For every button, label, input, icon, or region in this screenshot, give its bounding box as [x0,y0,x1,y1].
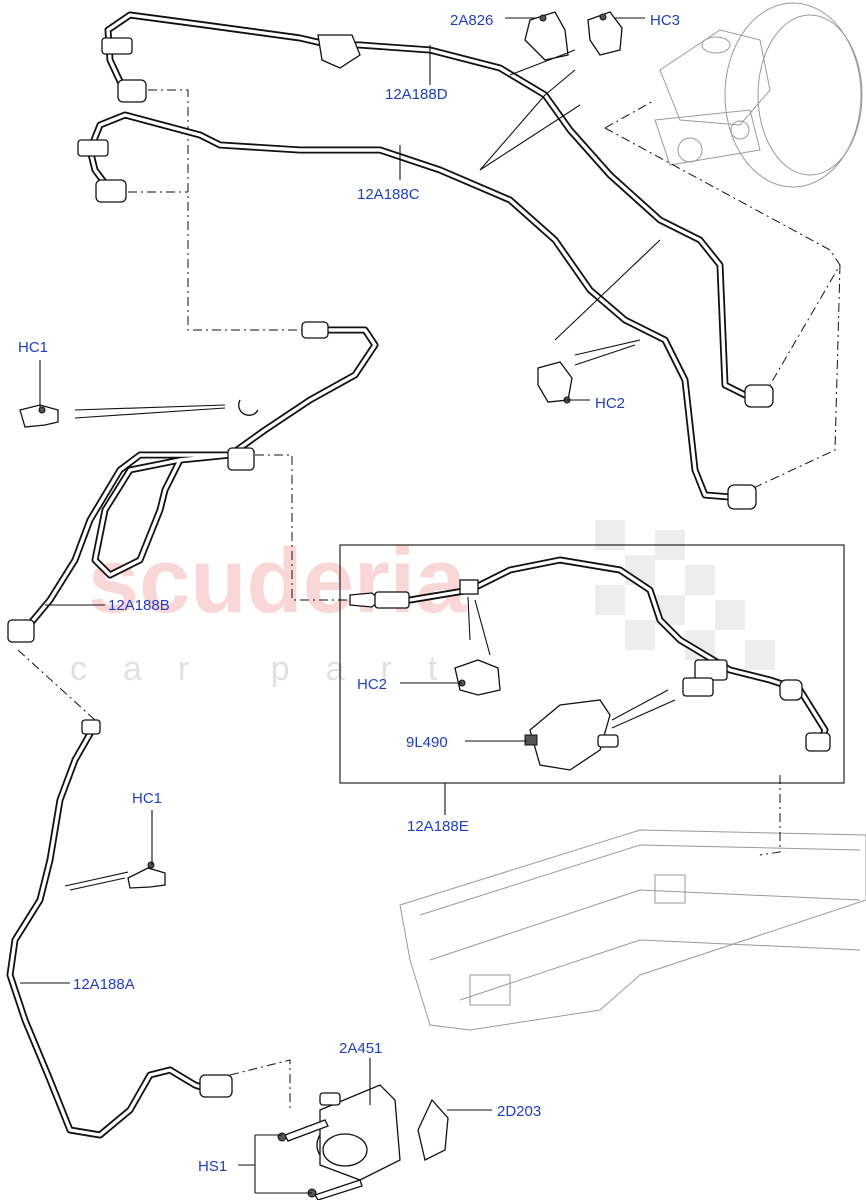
label-HS1: HS1 [198,1158,227,1175]
pipe-12A188A [6,719,233,1139]
part-labels: 2A826 HC3 12A188D 12A188C HC1 HC2 12A188… [18,12,680,1175]
label-12A188C: 12A188C [357,186,420,203]
clip-ring-small [238,399,259,416]
label-2D203: 2D203 [497,1103,541,1120]
clip-HC1-low [127,861,166,889]
label-12A188D: 12A188D [385,86,448,103]
pipe-12A188E [339,544,845,784]
label-2A451: 2A451 [339,1040,382,1057]
clip-HC2-mid [537,361,573,404]
label-12A188E: 12A188E [407,818,469,835]
gasket-2D203 [417,1098,449,1161]
label-9L490: 9L490 [406,734,448,751]
label-HC1-low: HC1 [132,790,162,807]
pipe-12A188D [101,11,774,408]
label-HC3: HC3 [650,12,680,29]
pipe-12A188C [77,111,757,510]
leader-lines [20,17,676,1194]
watermark: scuderia car parts [70,520,775,688]
label-HC1-top: HC1 [18,339,48,356]
watermark-checkered-flag [595,520,775,670]
label-12A188A: 12A188A [73,976,135,993]
watermark-brand: scuderia [88,530,467,632]
connection-lines [17,89,841,1110]
label-2A826: 2A826 [450,12,493,29]
clip-HC3 [587,11,623,56]
watermark-tagline: car parts [70,650,526,688]
label-12A188B: 12A188B [108,597,170,614]
label-HC2-mid: HC2 [595,395,625,412]
oil-pan-outline [399,829,866,1031]
clip-HC1-top [19,404,59,428]
vacuum-pump-2A451 [316,1084,401,1181]
pipe-12A188B [7,321,379,643]
brake-booster-outline [654,2,863,188]
label-HC2-box: HC2 [357,676,387,693]
bolts-HS1 [277,1119,363,1200]
solenoid-valve-9L490 [524,677,714,771]
clip-2A826 [524,11,569,61]
